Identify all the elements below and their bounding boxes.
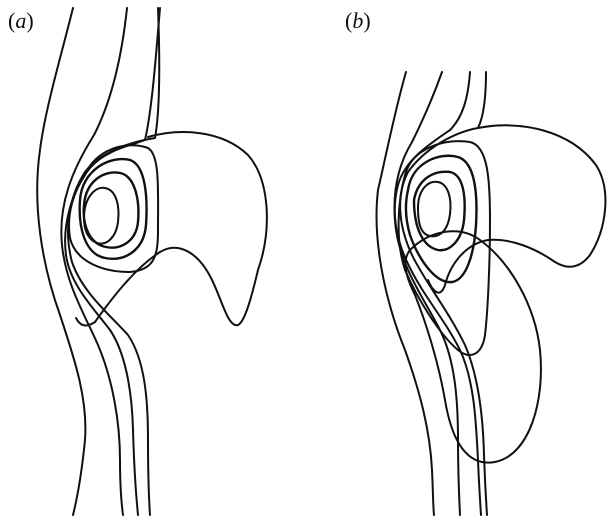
panel-a-loop-2 bbox=[80, 159, 147, 259]
panel-a-loop-3 bbox=[84, 172, 139, 247]
panel-b-loop-core bbox=[418, 182, 451, 237]
panel-b-loop-3 bbox=[414, 172, 465, 251]
panel-a-loop-outer bbox=[69, 145, 158, 272]
panel-b-separatrix-lobe bbox=[428, 125, 605, 292]
panel-a-separatrix-lobe bbox=[76, 132, 267, 325]
panel-b-streamlines bbox=[377, 72, 606, 515]
panel-a-outer-streamline bbox=[37, 8, 85, 515]
panel-a-streamlines bbox=[37, 8, 267, 515]
